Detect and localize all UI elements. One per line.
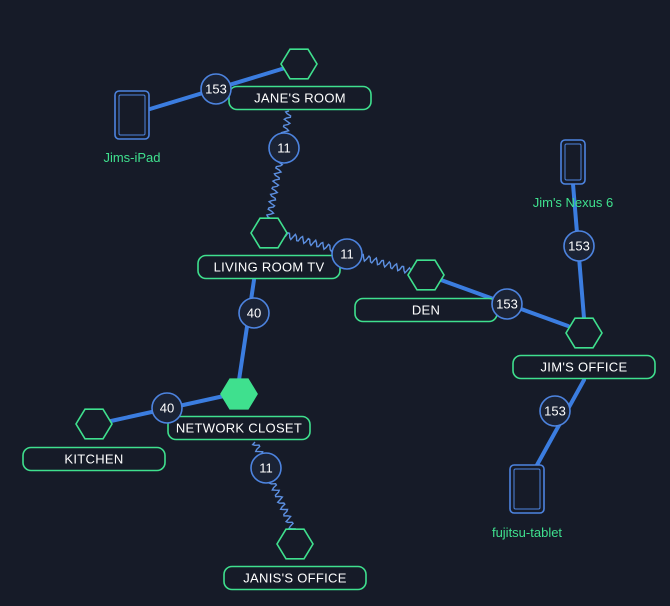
node-network-closet[interactable]: NETWORK CLOSET [167,378,311,441]
phone-icon [560,139,586,185]
link-badge-closet-janis: 11 [250,452,282,484]
nodes-layer: JANE'S ROOM LIVING ROOM TV DEN JIM'S OFFICE… [22,48,656,591]
link-label: 11 [277,141,291,156]
node-label: NETWORK CLOSET [176,421,302,436]
wireless-link-janes-living [265,110,292,221]
node-label-box [22,446,166,472]
link-label: 153 [544,404,566,419]
link-badge-closet-kitchen: 40 [151,392,183,424]
node-jims-office[interactable]: JIM'S OFFICE [512,317,656,380]
client-label: fujitsu-tablet [492,525,562,540]
access-point-hexagon-icon [565,317,603,349]
client-jims-ipad[interactable]: Jims-iPad [103,90,161,165]
link-badge-nexus-jims: 153 [563,230,595,262]
link-label: 11 [340,247,354,262]
node-label: KITCHEN [64,452,123,467]
access-point-hexagon-icon [250,217,288,249]
client-fujitsu-tablet[interactable]: fujitsu-tablet [492,464,562,540]
tablet-icon [114,90,150,140]
node-janes-room[interactable]: JANE'S ROOM [228,48,372,111]
link-label: 153 [568,239,590,254]
link-label: 40 [247,306,261,321]
wired-link-living-closet [237,278,256,382]
node-label-box [512,354,656,380]
link-badge-den-jims: 153 [491,288,523,320]
link-label: 153 [205,82,227,97]
node-label-box [228,85,372,111]
badges-layer: 153 11 11 153 153 153 40 40 11 [151,73,595,484]
link-label: 153 [496,297,518,312]
link-badge-living-closet: 40 [238,297,270,329]
node-label: DEN [412,303,440,318]
node-kitchen[interactable]: KITCHEN [22,408,166,472]
node-label: JIM'S OFFICE [541,360,628,375]
node-janiss-office[interactable]: JANIS'S OFFICE [223,528,367,591]
access-point-hexagon-icon [407,259,445,291]
link-badge-living-den: 11 [331,238,363,270]
node-living-room-tv[interactable]: LIVING ROOM TV [197,217,341,280]
access-point-hexagon-icon [220,378,258,410]
link-badge-jims-fujitsu: 153 [539,395,571,427]
client-label: Jim's Nexus 6 [533,195,614,210]
link-label: 40 [160,401,174,416]
node-label: JANE'S ROOM [254,91,346,106]
access-point-hexagon-icon [280,48,318,80]
node-label-box [223,565,367,591]
tablet-icon [509,464,545,514]
link-badge-janes-living: 11 [268,132,300,164]
client-jims-nexus-6[interactable]: Jim's Nexus 6 [533,139,614,210]
node-label-box [167,415,311,441]
node-den[interactable]: DEN [354,259,498,323]
client-label: Jims-iPad [103,150,160,165]
node-label: JANIS'S OFFICE [243,571,346,586]
node-label: LIVING ROOM TV [214,260,325,275]
link-label: 11 [259,461,273,476]
link-badge-ipad-janes: 153 [200,73,232,105]
access-point-hexagon-icon [75,408,113,440]
access-point-hexagon-icon [276,528,314,560]
